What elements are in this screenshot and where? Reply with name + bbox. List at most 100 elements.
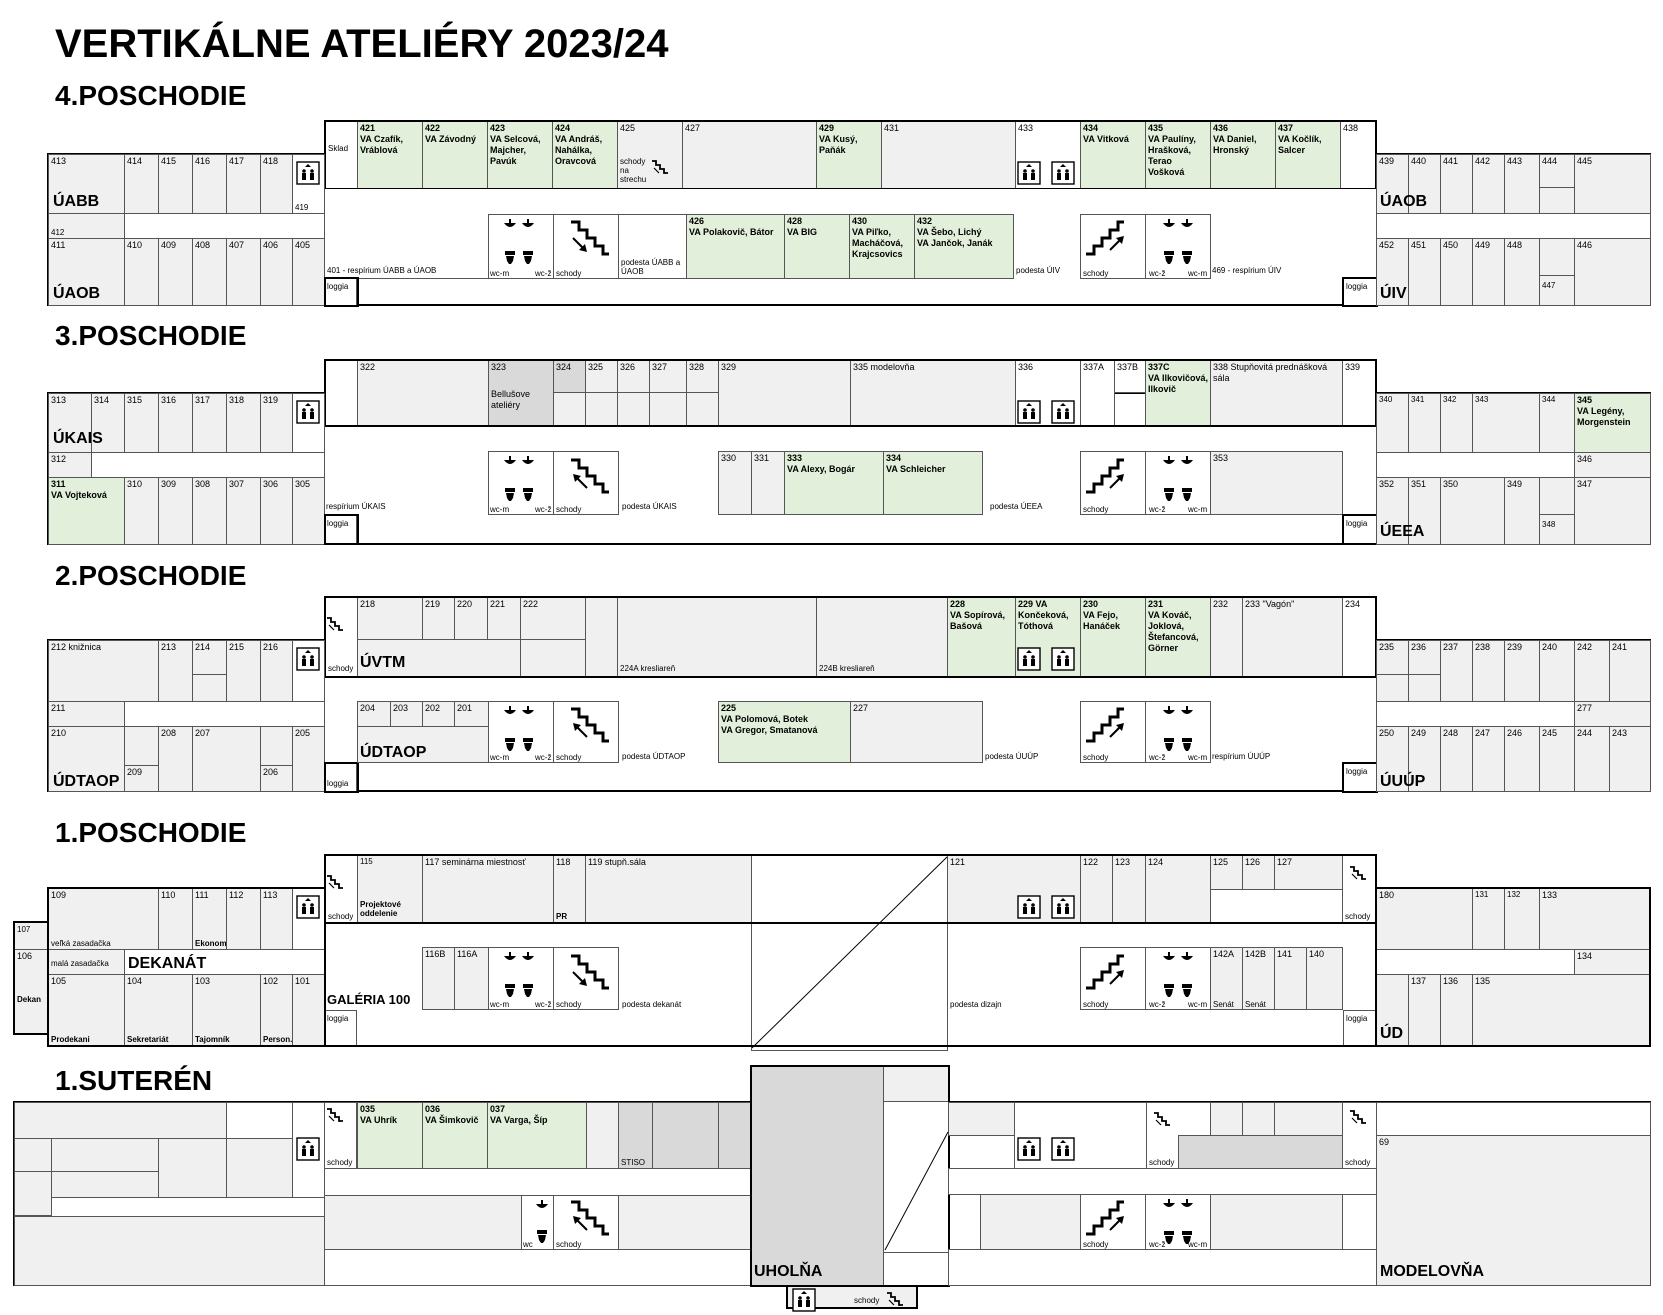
wing-label: ÚABB [53,193,100,210]
floor-title-1: 1.POSCHODIE [55,817,247,848]
room-131: 131 [1472,888,1505,950]
room-116a: 116A [454,947,489,1010]
room-202: 202 [422,701,455,727]
room-411: 411 [48,238,125,306]
room-243: 243 [1609,726,1651,792]
wing-label: ÚKAIS [53,430,103,447]
loggia: loggia [1343,1010,1377,1046]
room-236b [1408,674,1441,702]
stairs: schody [1080,1194,1146,1250]
room-326: 326 [617,360,650,393]
room-116b: 116B [422,947,455,1010]
stairs: schody [325,597,358,677]
room-233: 233 "Vagón" [1242,597,1343,677]
corridor [1376,213,1651,239]
lifts [1014,1102,1147,1169]
room-347: 347 [1574,477,1651,545]
corridor [1376,949,1575,975]
room-413: 413 [48,154,125,214]
room-uvtm [357,639,521,677]
room-317: 317 [192,393,227,453]
room-444: 444 [1539,154,1575,188]
room-210b [124,726,159,766]
room-244: 244 [1574,726,1610,792]
room-408: 408 [192,238,227,306]
room-246: 246 [1504,726,1540,792]
loggia: loggia [1343,278,1377,306]
room-310: 310 [124,477,159,545]
room-442: 442 [1472,154,1505,214]
room-449: 449 [1472,238,1505,306]
room-325b [585,392,618,426]
stairs: schody [1080,947,1146,1010]
room-417: 417 [226,154,261,214]
floor-title-2: 2.POSCHODIE [55,560,247,591]
wing-label: ÚUÚP [1380,773,1426,790]
room-238: 238 [1472,640,1505,702]
room-318: 318 [226,393,261,453]
room-224b: 224B kresliareň [816,597,948,677]
corridor [1376,452,1575,478]
room-328b [686,392,719,426]
wing-label: DEKANÁT [128,955,207,972]
room-419: 419 [292,154,325,214]
room-346: 346 [1574,452,1651,478]
room-222b [520,639,586,677]
room-204: 204 [357,701,391,727]
room-227: 227 [850,701,983,763]
room [324,1195,522,1250]
room-438: 438 [1340,121,1376,189]
loggia: loggia [324,515,357,545]
wing-label: ÚDTAOP [53,773,120,790]
loggia: loggia [324,1010,357,1046]
stairs: schody [1342,1102,1377,1169]
room-132: 132 [1504,888,1540,950]
lift [292,888,325,950]
room-412: 412 [48,213,125,239]
room [948,1249,1377,1286]
loggia: loggia [324,763,357,792]
corridor [124,701,325,727]
room-123: 123 [1112,855,1146,923]
room-316: 316 [158,393,193,453]
room-443: 443 [1504,154,1540,214]
stairs: schody [1080,451,1146,515]
room-427: 427 [682,121,817,189]
room-232: 232 [1210,597,1243,677]
room-140: 140 [1306,947,1343,1010]
atrium [883,1101,949,1253]
room-239: 239 [1504,640,1540,702]
respirium: 401 - respírium ÚABB a ÚAOB [324,189,489,279]
room-342: 342 [1440,393,1473,453]
